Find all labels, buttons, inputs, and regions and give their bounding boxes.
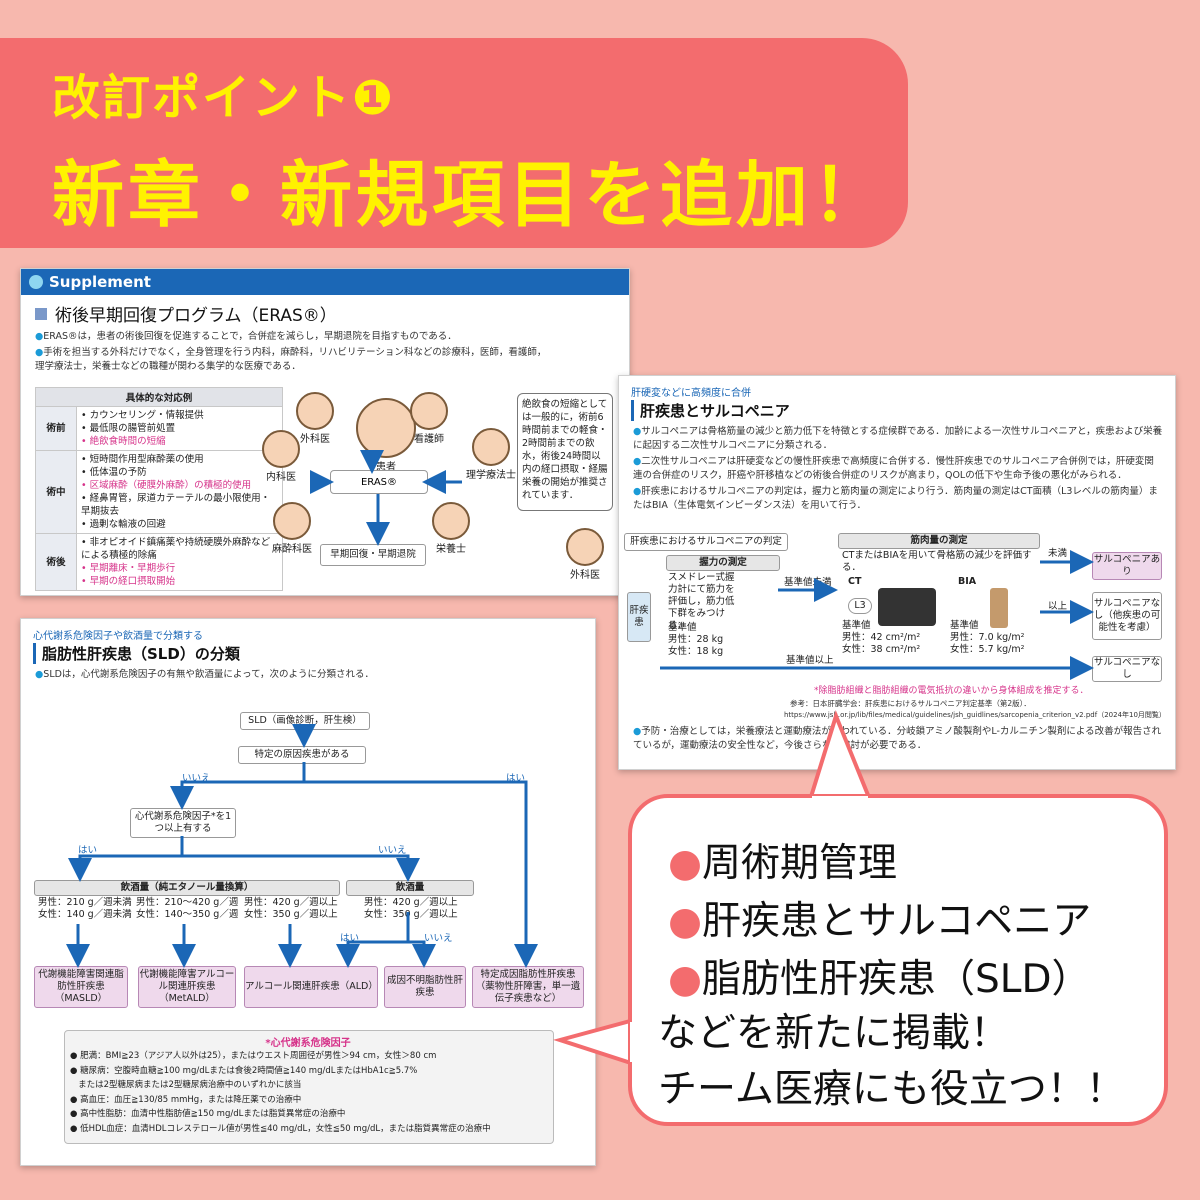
liver-ref2: https://www.jsh.or.jp/lib/files/medical/…	[784, 711, 1166, 719]
specific-node: 特定成因脂肪性肝疾患（薬物性肝障害，単一遺伝子疾患など）	[472, 966, 584, 1008]
stage-label: 術前	[35, 406, 77, 451]
liver-side-label: 肝疾患	[627, 592, 651, 642]
drink-right: 男性：420 g／週以上女性：350 g／週以上	[364, 897, 458, 920]
supplement-logo-icon	[29, 275, 43, 289]
supplement-header: Supplement	[21, 269, 629, 295]
arrow-label-above-grip: 基準値以上	[786, 655, 834, 666]
patient-figure: 患者	[356, 398, 416, 473]
risk-factor-box	[64, 1030, 554, 1144]
banner-title: 新章・新規項目を追加！	[52, 153, 889, 237]
person-icon	[472, 428, 510, 466]
bubble-item-1: ●周術期管理	[668, 841, 898, 886]
banner-subtitle: 改訂ポイント❶	[52, 70, 395, 126]
banner	[0, 38, 908, 248]
bia-label: BIA	[958, 576, 977, 587]
label-yes-2: はい	[78, 845, 98, 856]
liver-small-head: 肝硬変などに高頻度に合併	[631, 388, 751, 399]
arrow-label-below2: 未満	[1048, 548, 1068, 559]
table-row: 術前 • カウンセリング・情報提供 • 最低限の腸管前処置 • 絶飲食時間の短縮	[35, 406, 283, 451]
label-no-2: いいえ	[378, 845, 407, 856]
table-row: 術後 • 非オピオイド鎮痛薬や持続硬膜外麻酔などによる積極的除痛 • 早期離床・…	[35, 533, 283, 591]
person-icon	[410, 392, 448, 430]
supplement-label: Supplement	[49, 273, 151, 291]
person-icon	[356, 398, 416, 458]
dietitian-figure: 栄養士	[432, 502, 470, 555]
grip-title: 握力の測定	[666, 555, 780, 571]
eras-table: 具体的な対応例 術前 • カウンセリング・情報提供 • 最低限の腸管前処置 • …	[35, 387, 283, 591]
drink-left-b: 男性：210〜420 g／週女性：140〜350 g／週	[136, 897, 239, 920]
crypto-node: 成因不明脂肪性肝疾患	[384, 966, 466, 1008]
bubble-item-2: ●肝疾患とサルコペニア	[668, 899, 1092, 944]
stage-label: 術中	[35, 450, 77, 534]
eras-title: 術後早期回復プログラム（ERAS®）	[55, 306, 337, 326]
liver-bullet-4: ●予防・治療としては，栄養療法と運動療法が行われている．分岐鎖アミノ酸製剤やL-…	[633, 726, 1162, 751]
grip-text: スメドレー式握力計にて筋力を評価し，筋力低下群をみつける．	[668, 572, 735, 631]
tail-seam-cover	[812, 796, 868, 804]
drink-left-c: 男性：420 g／週以上女性：350 g／週以上	[244, 897, 338, 920]
square-bullet-icon	[35, 307, 47, 320]
liver-footnote: *除脂肪組織と脂肪組織の電気抵抗の違いから身体組成を推定する．	[814, 686, 1089, 696]
liver-bullet-1: ●サルコペニアは骨格筋量の減少と筋力低下を特徴とする症候群である．加齢による一次…	[633, 426, 1163, 451]
stage-label: 術後	[35, 533, 77, 591]
grip-criteria: 基準値 男性：28 kg 女性：18 kg	[668, 622, 724, 657]
risk-factor-list: ● 肥満：BMI≧23（アジア人以外は25），またはウエスト周囲径が男性＞94 …	[70, 1051, 491, 1134]
muscle-text: CTまたはBIAを用いて骨格筋の減少を評価する．	[842, 550, 1032, 573]
surgeon2-figure: 外科医	[566, 528, 604, 581]
person-icon	[296, 392, 334, 430]
liver-ref1: 参考：日本肝臓学会：肝疾患におけるサルコペニア判定基準（第2版）．	[790, 699, 1031, 708]
drink-left-a: 男性：210 g／週未満女性：140 g／週未満	[38, 897, 132, 920]
arrow-label-below: 基準値未満	[784, 577, 832, 588]
bubble-item-3: ●脂肪性肝疾患（SLD）	[668, 957, 1091, 1002]
bubble-tail-top	[807, 710, 873, 802]
bubble-line-5: チーム医療にも役立つ！！	[658, 1067, 1125, 1112]
anesthesiologist-figure: 麻酔科医	[272, 502, 312, 555]
liver-bullet-2: ●二次性サルコペニアは肝硬変などの慢性肝疾患で高頻度に合併する．慢性肝疾患でのサ…	[633, 456, 1154, 481]
label-no-1: いいえ	[182, 773, 211, 784]
eras-title-row: 術後早期回復プログラム（ERAS®）	[35, 301, 629, 326]
liver-title: 肝疾患とサルコペニア	[631, 400, 1175, 421]
result-none-other: サルコペニアなし（他疾患の可能性を考慮）	[1092, 592, 1162, 640]
internist-figure: 内科医	[262, 430, 300, 483]
bubble-line-4: などを新たに掲載！	[658, 1011, 1010, 1056]
result-sarco: サルコペニアあり	[1092, 552, 1162, 580]
label-yes-1: はい	[506, 773, 526, 784]
l3-label: L3	[848, 598, 872, 614]
label-no-3: いいえ	[424, 933, 453, 944]
person-icon	[432, 502, 470, 540]
bia-device-icon	[990, 588, 1008, 628]
factor-node: 心代謝系危険因子*を1つ以上有する	[130, 808, 236, 838]
ct-criteria: 基準値 男性：42 cm²/m² 女性：38 cm²/m²	[842, 620, 921, 655]
liver-bullet-3: ●肝疾患におけるサルコペニアの判定は，握力と筋肉量の測定により行う．筋肉量の測定…	[633, 486, 1158, 511]
surgeon-figure: 外科医	[296, 392, 334, 445]
summary-bubble: ●周術期管理 ●肝疾患とサルコペニア ●脂肪性肝疾患（SLD） などを新たに掲載…	[628, 794, 1168, 1126]
eras-bullet-2: ●手術を担当する外科だけでなく，全身管理を行う内科，麻酔科，リハビリテーション科…	[35, 347, 547, 372]
person-icon	[262, 430, 300, 468]
result-none: サルコペニアなし	[1092, 656, 1162, 682]
arrow-label-above: 以上	[1048, 601, 1068, 612]
drink-left-title: 飲酒量（純エタノール量換算）	[34, 880, 340, 896]
sld-small-head: 心代謝系危険因子や飲酒量で分類する	[33, 631, 203, 642]
risk-factor-title: *心代謝系危険因子	[265, 1038, 351, 1049]
pt-figure: 理学療法士	[466, 428, 516, 481]
tail-seam-cover-left	[630, 1022, 638, 1062]
ct-scan-icon	[878, 588, 936, 626]
bia-criteria: 基準値 男性：7.0 kg/m² 女性：5.7 kg/m²	[950, 620, 1025, 655]
label-yes-3: はい	[340, 933, 360, 944]
ald-node: アルコール関連肝疾患（ALD）	[244, 966, 378, 1008]
muscle-title: 筋肉量の測定	[838, 533, 1040, 549]
sld-title: 脂肪性肝疾患（SLD）の分類	[33, 643, 595, 664]
sld-bullet: ●SLDは，心代謝系危険因子の有無や飲酒量によって，次のように分類される．	[35, 669, 375, 680]
metald-node: 代謝機能障害アルコール関連肝疾患（MetALD）	[138, 966, 236, 1008]
person-icon	[273, 502, 311, 540]
bubble-tail-left	[552, 1017, 636, 1067]
nurse-figure: 看護師	[410, 392, 448, 445]
ct-label: CT	[848, 576, 862, 587]
eras-bullet-1: ●ERAS®は，患者の術後回復を促進することで，合併症を減らし，早期退院を目指す…	[35, 331, 457, 342]
sarco-chart-title: 肝疾患におけるサルコペニアの判定	[624, 533, 788, 551]
eras-note: 絶飲食の短縮としては一般的に，術前6時間前までの軽食・2時間前までの飲水，術後2…	[517, 393, 613, 511]
eras-table-header: 具体的な対応例	[35, 387, 283, 407]
table-row: 術中 • 短時間作用型麻酔薬の使用 • 低体温の予防 • 区域麻酔（硬膜外麻酔）…	[35, 450, 283, 534]
person-icon	[566, 528, 604, 566]
